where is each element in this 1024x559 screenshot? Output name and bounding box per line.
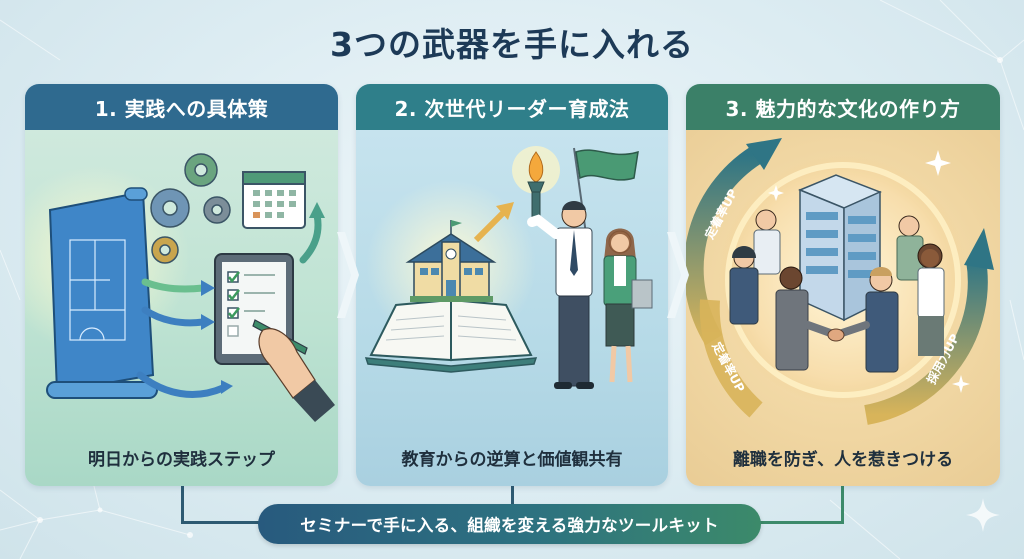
blueprint-icon xyxy=(46,187,158,399)
panel-caption: 明日からの実践ステップ xyxy=(88,449,275,470)
leaders-people-icon xyxy=(527,201,653,389)
gears-icon xyxy=(150,153,231,264)
culture-illustration: 定着率UP 定着率UP 採用力UP xyxy=(686,138,994,425)
school-building-icon xyxy=(405,220,497,302)
handshake-people-icon xyxy=(729,209,945,373)
panel-caption: 教育からの逆算と価値観共有 xyxy=(401,449,623,470)
connector-line-right xyxy=(758,486,844,524)
torch-icon xyxy=(512,146,560,223)
calendar-icon xyxy=(242,171,306,229)
panel-caption: 離職を防ぎ、人を惹きつける xyxy=(732,449,954,470)
panel-leader-development: 2. 次世代リーダー育成法 xyxy=(356,84,668,486)
practice-illustration xyxy=(25,153,335,422)
toolkit-summary-banner: セミナーで手に入る、組織を変える強力なツールキット xyxy=(258,504,761,544)
connector-line-left xyxy=(181,486,261,524)
circular-arrow-icon xyxy=(686,138,994,425)
chevron-right-icon xyxy=(337,232,359,318)
sparkle-icon xyxy=(768,150,970,393)
arrow-up-icon xyxy=(473,202,514,243)
leader-illustration xyxy=(364,146,653,389)
office-building-icon xyxy=(798,174,882,322)
hand-pen-icon xyxy=(252,319,335,422)
panel-practical-measures: 1. 実践への具体策 xyxy=(25,84,338,486)
chevron-right-icon xyxy=(667,232,689,318)
panel-attractive-culture: 3. 魅力的な文化の作り方 定着率UP 定着率UP 採用力UP xyxy=(686,84,1000,486)
panel-header: 2. 次世代リーダー育成法 xyxy=(356,84,668,130)
panel-header: 3. 魅力的な文化の作り方 xyxy=(686,84,1000,130)
connector-line-center xyxy=(511,486,514,506)
open-book-icon xyxy=(364,298,538,373)
page-title: 3つの武器を手に入れる xyxy=(330,25,694,64)
arrow-icon xyxy=(136,211,322,398)
sparkle-icon xyxy=(966,498,1000,532)
panel-header: 1. 実践への具体策 xyxy=(25,84,338,130)
